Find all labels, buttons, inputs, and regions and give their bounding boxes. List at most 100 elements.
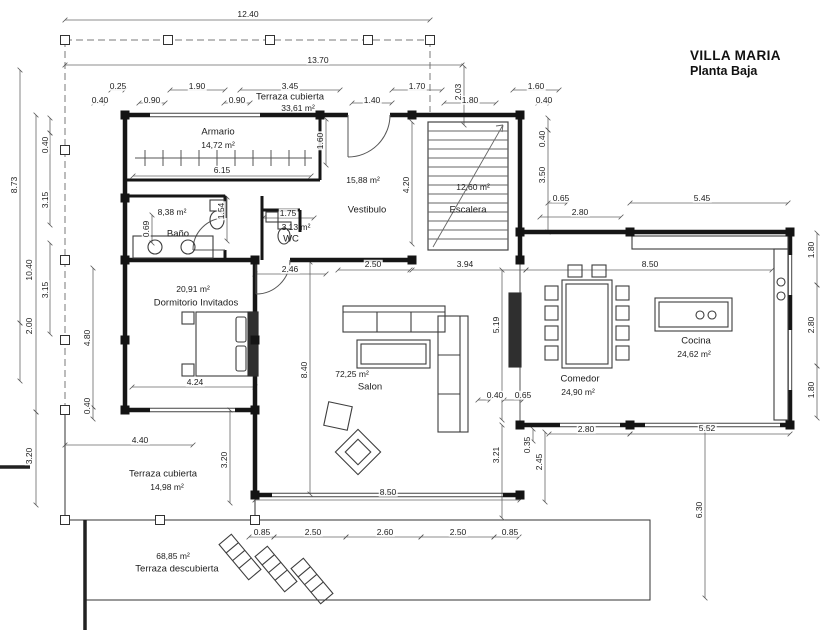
room-name-bano: Baño [166,228,190,240]
dimension-label: 0.40 [485,389,505,400]
chair [567,264,583,278]
dimension-label: 6.15 [212,164,232,175]
chair [615,305,630,321]
room-area-terraza-descubierta: 68,85 m² [156,550,190,561]
dimension-label: 2.50 [448,526,468,537]
rug [334,428,382,476]
room-name-dormitorio-invitados: Dormitorio Invitados [153,297,239,309]
dimension-label: 3.50 [536,165,547,185]
dimension-label: 0.65 [551,192,571,203]
room-name-terraza-cubierta-sur: Terraza cubierta [128,468,198,480]
dimension-label: 1.70 [407,80,427,91]
cooktop-burner [695,310,705,320]
chair [544,305,559,321]
dimension-label: 2.00 [23,316,34,336]
room-area-armario: 14,72 m² [201,139,235,150]
title-block: VILLA MARIA Planta Baja [690,48,830,78]
dimension-label: 12.40 [236,8,260,19]
dimension-label: 0.40 [81,396,92,416]
room-name-escalera: Escalera [449,204,487,216]
project-title: VILLA MARIA [690,48,781,63]
wc-sink [265,211,279,223]
dimension-label: 2.60 [375,526,395,537]
dimension-label: 8.73 [8,175,19,195]
nightstand [181,363,195,377]
kitchen-island [654,297,733,332]
dimension-label: 2.45 [533,452,544,472]
dimension-label: 2.50 [363,258,383,269]
room-name-terraza-descubierta: Terraza descubierta [135,563,219,575]
dimension-label: 3.45 [280,80,300,91]
chair [544,285,559,301]
room-area-salon: 72,25 m² [335,368,369,379]
dimension-label: 0.65 [513,389,533,400]
room-area-comedor: 24,90 m² [561,386,595,397]
dimension-label: 8.50 [378,486,398,497]
dimension-label: 0.90 [142,94,162,105]
side-table [323,401,353,431]
room-area-dormitorio-invitados: 20,91 m² [176,283,210,294]
sink-basin [776,277,786,287]
dimension-label: 0.40 [39,135,50,155]
dimension-label: 0.40 [534,94,554,105]
dimension-label: 0.40 [536,129,547,149]
room-area-terraza-cubierta-sur: 14,98 m² [150,481,184,492]
dimension-label: 1.80 [805,380,816,400]
dimension-label: 2.80 [570,206,590,217]
dimension-label: 2.80 [805,315,816,335]
chair [615,345,630,361]
pillow [235,345,247,372]
pillow [235,316,247,343]
room-name-comedor: Comedor [560,373,600,385]
room-area-wc: 3,13 m² [281,221,311,232]
terrace-dashed-outline [64,39,431,410]
chair [615,325,630,341]
dimension-label: 1.60 [526,80,546,91]
furniture [132,199,789,605]
room-area-bano: 8,38 m² [157,206,187,217]
dimension-label: 1.80 [805,240,816,260]
dimension-label: 4.40 [130,434,150,445]
dimension-label: 1.80 [460,94,480,105]
dimension-label: 4.20 [400,175,411,195]
dining-table [561,279,613,369]
washbasin [180,239,196,255]
dimension-label: 2.50 [303,526,323,537]
sun-lounger [254,545,298,593]
closet-rod [135,150,312,166]
sink-basin [776,291,786,301]
room-name-terraza-cubierta-norte: Terraza cubierta [255,91,325,103]
dimension-label: 3.15 [39,190,50,210]
staircase [427,121,509,251]
chair [615,285,630,301]
dimension-label: 10.40 [23,258,34,282]
dimension-label: 1.60 [314,131,325,151]
chair [544,325,559,341]
windows [150,112,793,498]
dimension-label: 1.75 [278,207,298,218]
room-name-armario: Armario [201,126,235,138]
dimension-label: 3.21 [490,445,501,465]
terrace-posts [60,35,435,525]
kitchen-counter-right [773,248,789,421]
dimension-label: 13.70 [306,54,330,65]
dimension-label: 6.30 [693,500,704,520]
bathroom-vanity [132,235,214,259]
dimension-label: 0.35 [521,435,532,455]
dimension-label: 1.40 [362,94,382,105]
kitchen-counter-top [631,235,789,250]
dimension-label: 3.20 [23,446,34,466]
site-boundary [0,465,87,630]
room-name-cocina: Cocina [681,335,711,347]
dimension-label: 0.85 [500,526,520,537]
dimension-label: 3.20 [218,450,229,470]
dimension-label: 0.90 [227,94,247,105]
dimension-label: 8.40 [298,360,309,380]
sideboard [508,292,522,368]
dimension-label: 5.19 [490,315,501,335]
dimension-label: 0.25 [108,80,128,91]
dimension-label: 1.90 [187,80,207,91]
sun-lounger [218,533,262,581]
dimension-label: 4.80 [81,328,92,348]
